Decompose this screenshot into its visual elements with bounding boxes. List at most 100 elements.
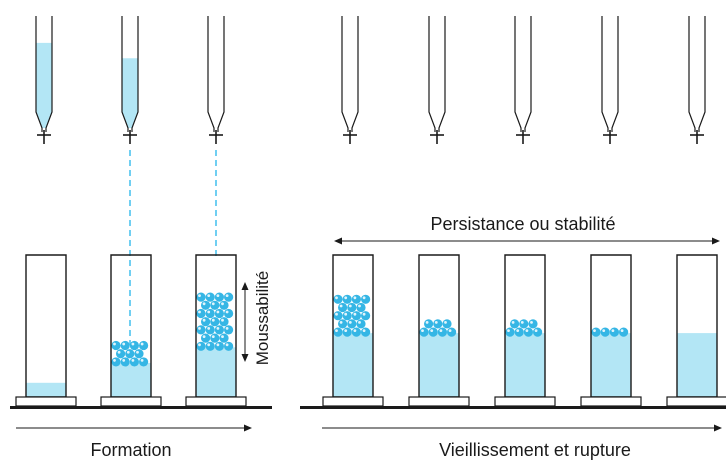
foam-bubble: [196, 308, 206, 319]
bubble-highlight: [344, 329, 348, 332]
bubble-highlight: [425, 321, 429, 324]
foam-bubble: [351, 311, 361, 321]
bubble-highlight: [207, 294, 211, 297]
bubble-highlight: [122, 359, 126, 362]
cylinder-base: [185, 396, 247, 407]
foam-bubble: [600, 327, 610, 337]
burette: [207, 16, 225, 144]
foam-bubble: [214, 292, 224, 302]
foam-bubble: [424, 319, 434, 329]
bubble-highlight: [113, 359, 116, 362]
burette-liquid: [122, 58, 138, 128]
bubble-highlight: [131, 359, 135, 362]
foam-bubble: [196, 292, 206, 302]
foam-bubble: [437, 327, 447, 337]
bubble-highlight: [439, 329, 443, 332]
burette-outline: [207, 16, 225, 132]
foam-bubble: [214, 308, 224, 319]
bubble-highlight: [358, 304, 361, 308]
foam-bubble: [347, 319, 357, 329]
formation-label: Formation: [90, 440, 171, 460]
bench-right: [300, 406, 726, 409]
foam-bubble: [509, 319, 520, 329]
bubble-highlight: [362, 296, 366, 300]
burette: [601, 16, 619, 144]
bubble-highlight: [198, 343, 201, 347]
burette-outline: [601, 16, 619, 132]
foam-bubble: [120, 357, 130, 367]
foam-bubble: [116, 349, 126, 359]
bubble-highlight: [421, 329, 424, 332]
foam-bubble: [433, 319, 443, 329]
cylinder: [185, 254, 247, 407]
cylinder-base: [100, 396, 162, 407]
foam-bubble: [519, 319, 529, 329]
burette-outline: [35, 16, 53, 132]
burette-outline: [121, 16, 139, 132]
cylinder: [15, 254, 77, 407]
foam-bubble: [196, 341, 206, 351]
bubble-highlight: [198, 310, 201, 314]
foam-bubble: [139, 340, 149, 351]
foam-bubble: [591, 327, 601, 337]
bubble-highlight: [211, 335, 215, 338]
bubble-highlight: [611, 329, 615, 332]
foam-bubble: [214, 341, 224, 351]
cylinder-liquid: [505, 333, 545, 397]
foam-bubble: [528, 319, 538, 329]
foam-bubble: [210, 300, 220, 310]
foam-bubble: [619, 327, 629, 337]
burette: [341, 16, 359, 144]
foam-bubble: [210, 333, 220, 343]
cylinder: [408, 254, 470, 407]
bubble-highlight: [140, 342, 144, 346]
bubble-highlight: [335, 296, 338, 300]
cylinder-base: [408, 396, 470, 407]
foam-bubble: [347, 302, 357, 313]
aging-label: Vieillissement et rupture: [439, 440, 631, 460]
foam-bubble: [333, 294, 343, 304]
burette: [428, 16, 446, 144]
foam-bubble: [129, 357, 139, 367]
cylinder: [580, 254, 642, 407]
foam-bubble: [210, 317, 220, 327]
bubble-highlight: [358, 321, 361, 324]
cylinder-base: [15, 396, 77, 407]
cylinder-liquid: [333, 333, 373, 397]
cylinder: [322, 254, 384, 407]
bubble-highlight: [202, 318, 206, 322]
foam-bubble: [214, 325, 224, 335]
cylinder-liquid: [26, 382, 66, 397]
foam-bubble: [205, 308, 215, 319]
bubble-highlight: [202, 335, 206, 338]
foam-bubble: [342, 327, 352, 337]
aging-arrowhead: [714, 424, 722, 432]
foam-bubble: [224, 325, 234, 335]
moussabilite-arrowhead-bottom: [241, 354, 249, 362]
foam-bubble: [514, 327, 524, 337]
bubble-highlight: [348, 321, 352, 324]
bench-left: [10, 406, 272, 409]
persistance-arrowhead-left: [334, 237, 342, 245]
bubble-highlight: [140, 359, 144, 362]
bubble-highlight: [225, 327, 229, 330]
bubble-highlight: [216, 294, 220, 297]
cylinder-liquid: [677, 333, 717, 397]
bubble-highlight: [335, 312, 338, 316]
bubble-highlight: [225, 294, 229, 297]
foam-bubble: [338, 319, 348, 329]
bubble-highlight: [117, 350, 121, 354]
foam-bubble: [205, 325, 215, 335]
bubble-highlight: [448, 329, 452, 332]
foam-bubble: [338, 302, 348, 313]
bubble-highlight: [344, 296, 348, 300]
foam-bubble: [224, 292, 234, 302]
bubble-highlight: [434, 321, 438, 324]
foam-bubble: [201, 317, 211, 327]
foam-bubble: [361, 311, 371, 321]
cylinder-row: [15, 254, 726, 407]
bubble-highlight: [225, 343, 229, 347]
foam-bubble: [219, 333, 229, 343]
burette-outline: [341, 16, 359, 132]
